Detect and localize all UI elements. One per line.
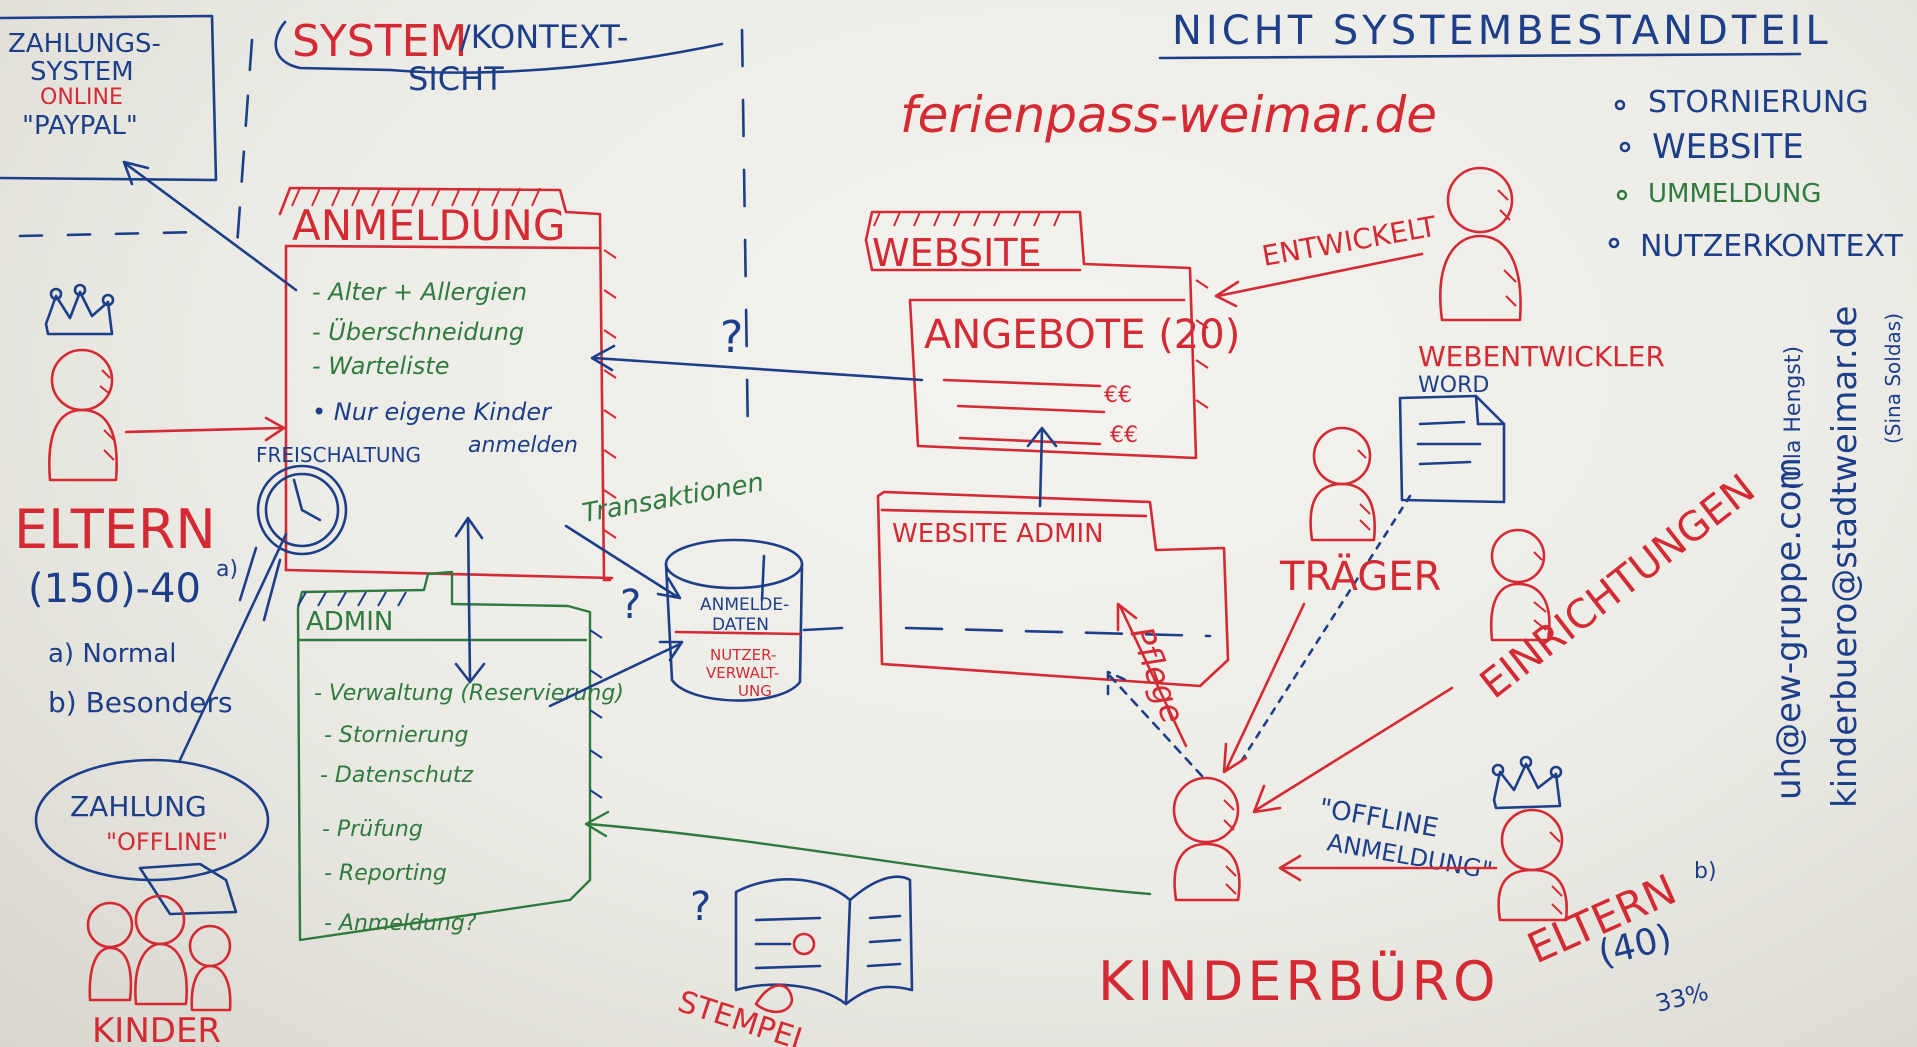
database-top-line2: DATEN <box>712 615 769 635</box>
admin-item-5: - Reporting <box>324 861 447 886</box>
database-top-line1: ANMELDE- <box>700 595 789 615</box>
email-1-name: (Ulla Hengst) <box>1781 346 1806 490</box>
payment-system-paypal: "PAYPAL" <box>22 111 138 141</box>
question-mark-boundary: ? <box>720 312 743 363</box>
db-to-website-admin-line <box>802 626 844 632</box>
arrow-registration-to-paypal <box>122 160 298 292</box>
parents-a-label: ELTERN <box>14 498 216 561</box>
parents-b-note: b) <box>1694 859 1717 884</box>
arrow-transactions-admin <box>548 640 684 708</box>
registration-item-3: - Warteliste <box>312 352 449 380</box>
out-of-scope-item-2: WEBSITE <box>1652 127 1804 167</box>
website-price-2: €€ <box>1110 423 1138 448</box>
parents-b-actor: ELTERN b) (40) 33% <box>1491 755 1717 1018</box>
database-bottom-line1: NUTZER- <box>710 646 776 664</box>
out-of-scope-item-4: NUTZERKONTEXT <box>1640 229 1903 264</box>
arrow-parents-b-to-kinderbuero <box>1278 854 1498 882</box>
transactions-label: Transaktionen <box>580 467 766 528</box>
facilities-label: EINRICHTUNGEN <box>1472 466 1764 708</box>
email-2-name: (Sina Soldas) <box>1881 313 1905 444</box>
out-of-scope-item-1: STORNIERUNG <box>1648 85 1869 120</box>
payment-offline-line2: "OFFLINE" <box>106 828 228 856</box>
sponsor-actor: TRÄGER <box>1222 426 1441 774</box>
payment-system-line1: ZAHLUNGS- <box>8 29 161 59</box>
database-cylinder: ANMELDE- DATEN NUTZER- VERWALT- UNG <box>664 538 804 702</box>
stamp-label: STEMPEL <box>674 984 814 1047</box>
out-of-scope-heading: NICHT SYSTEMBESTANDTEIL <box>1172 8 1832 54</box>
registration-item-2: - Überschneidung <box>312 317 524 346</box>
kinderbuero-actor: KINDERBÜRO <box>584 776 1500 1013</box>
unlock-clock: FREISCHALTUNG <box>238 443 421 622</box>
domain-label: ferienpass-weimar.de <box>900 86 1437 144</box>
website-price-1: €€ <box>1104 383 1132 408</box>
website-module: WEBSITE ANGEBOTE (20) €€ €€ <box>864 210 1240 460</box>
parents-a-actor: ELTERN a) (150)-40 a) Normal b) Besonder… <box>14 283 238 719</box>
admin-item-2: - Stornierung <box>324 723 469 748</box>
system-boundary <box>18 28 750 442</box>
website-admin-title: WEBSITE ADMIN <box>892 519 1104 549</box>
stamp-book-icon: ? STEMPEL <box>674 875 914 1047</box>
payment-system-online: ONLINE <box>40 85 123 110</box>
registration-module: ANMELDUNG - Alter + Allergien - Überschn… <box>278 186 617 582</box>
email-2: kinderbuero@stadtweimar.de <box>1825 306 1865 808</box>
question-mark-stamp: ? <box>690 884 711 930</box>
title-kontext: /KONTEXT- <box>460 18 628 56</box>
parents-a-note: a) <box>216 557 238 582</box>
website-admin-module: WEBSITE ADMIN <box>876 426 1230 688</box>
registration-title: ANMELDUNG <box>292 201 565 250</box>
website-title: WEBSITE <box>872 231 1042 275</box>
arrow-admin-to-website <box>1026 426 1058 508</box>
payment-offline-line1: ZAHLUNG <box>70 790 207 823</box>
registration-item-4: • Nur eigene Kinder <box>312 398 553 426</box>
title-system: SYSTEM <box>292 16 467 67</box>
out-of-scope-item-3: UMMELDUNG <box>1648 179 1821 209</box>
registration-item-5: anmelden <box>468 433 578 458</box>
sponsor-label: TRÄGER <box>1279 552 1441 600</box>
web-developer-actor: WEBENTWICKLER ENTWICKELT <box>1214 166 1665 373</box>
question-mark-db: ? <box>620 582 641 628</box>
parents-a-normal: a) Normal <box>48 639 176 669</box>
website-offers: ANGEBOTE (20) <box>924 312 1240 358</box>
web-developer-label: WEBENTWICKLER <box>1418 340 1665 373</box>
admin-item-4: - Prüfung <box>322 817 423 842</box>
diagram-title: SYSTEM /KONTEXT- SICHT <box>274 16 724 98</box>
arrow-website-to-registration <box>590 344 924 382</box>
title-sicht: SICHT <box>408 60 504 98</box>
kinderbuero-label: KINDERBÜRO <box>1098 950 1500 1013</box>
contact-emails: uh@ew-gruppe.com (Ulla Hengst) kinderbue… <box>1769 306 1905 808</box>
arrow-registration-admin <box>454 516 486 684</box>
develops-label: ENTWICKELT <box>1259 210 1439 273</box>
out-of-scope-section: NICHT SYSTEMBESTANDTEIL STORNIERUNG WEBS… <box>1158 8 1903 264</box>
admin-item-3: - Datenschutz <box>320 763 474 788</box>
parents-b-percent: 33% <box>1653 978 1712 1018</box>
payment-system-line2: SYSTEM <box>30 57 134 87</box>
payment-system-box: ZAHLUNGS- SYSTEM ONLINE "PAYPAL" <box>0 14 218 182</box>
facilities-actor: EINRICHTUNGEN <box>1252 466 1764 814</box>
word-document-icon: WORD <box>1240 373 1506 762</box>
children-label: KINDER <box>92 1011 221 1047</box>
arrow-transactions-registration <box>564 524 682 600</box>
admin-item-1: - Verwaltung (Reservierung) <box>314 681 624 706</box>
word-doc-label: WORD <box>1418 373 1489 398</box>
admin-title: ADMIN <box>306 607 393 637</box>
children-actors: KINDER <box>86 894 232 1047</box>
admin-item-6: - Anmeldung? <box>324 911 477 936</box>
email-1: uh@ew-gruppe.com <box>1769 457 1809 800</box>
database-bottom-line2: VERWALT- <box>706 664 779 682</box>
arrow-kinderbuero-to-admin <box>584 810 1152 896</box>
registration-item-1: - Alter + Allergien <box>312 278 527 306</box>
admin-module: ADMIN - Verwaltung (Reservierung) - Stor… <box>296 570 624 942</box>
parents-a-count: (150)-40 <box>28 566 201 612</box>
care-label: Pflege <box>1122 622 1192 729</box>
parents-a-special: b) Besonders <box>48 686 233 719</box>
arrow-parents-to-registration <box>124 416 286 442</box>
unlock-label: FREISCHALTUNG <box>256 443 421 467</box>
payment-offline: ZAHLUNG "OFFLINE" <box>34 532 288 916</box>
arrow-care <box>1116 602 1188 748</box>
database-bottom-line3: UNG <box>738 682 772 700</box>
arrow-care-dashed <box>1106 670 1204 778</box>
